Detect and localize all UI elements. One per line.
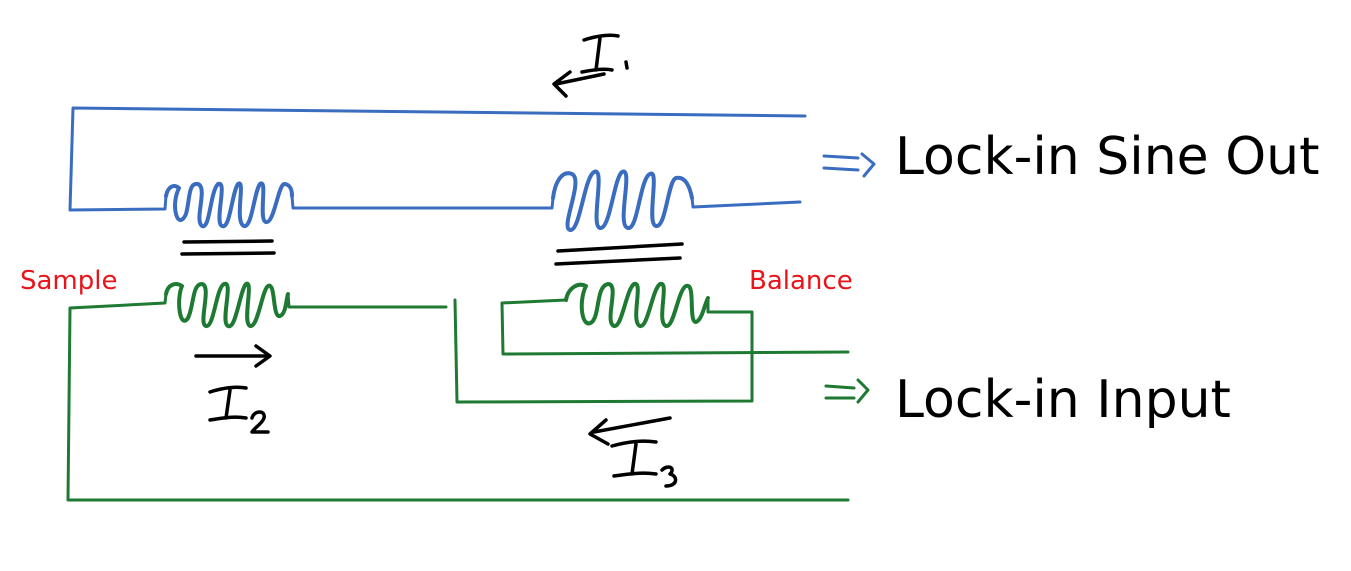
input-arrow	[824, 378, 870, 404]
current-i1-symbol	[580, 33, 620, 74]
sample-label: Sample	[20, 266, 118, 296]
current-i1	[552, 33, 629, 98]
secondary-outer-wire	[66, 292, 850, 502]
current-i2-subscript	[250, 410, 270, 434]
lock-in-sine-out-label: Lock-in Sine Out	[895, 127, 1319, 187]
current-i3-symbol	[610, 439, 658, 478]
current-i2-symbol	[208, 385, 248, 422]
current-i3	[588, 416, 678, 488]
secondary-balance-loop	[500, 298, 850, 356]
current-i2-arrow	[194, 344, 272, 368]
balance-core	[554, 242, 684, 266]
sine-out-arrow	[822, 152, 876, 178]
current-i2	[194, 344, 272, 434]
balance-label: Balance	[749, 266, 853, 296]
secondary-circuit	[66, 281, 850, 502]
balance-secondary-coil	[564, 281, 710, 328]
current-i1-arrow	[552, 70, 606, 98]
current-i1-subscript	[624, 60, 629, 70]
primary-wire	[68, 106, 807, 212]
output-arrows	[822, 152, 876, 404]
current-i3-arrow	[588, 416, 672, 446]
sample-core	[180, 239, 276, 256]
lock-in-input-label: Lock-in Input	[895, 370, 1231, 430]
sample-secondary-coil	[164, 281, 290, 328]
sample-primary-coil	[164, 181, 294, 228]
balance-primary-coil	[551, 169, 694, 232]
current-i3-subscript	[660, 465, 678, 488]
transformer-cores	[180, 239, 684, 266]
primary-circuit	[68, 106, 807, 232]
